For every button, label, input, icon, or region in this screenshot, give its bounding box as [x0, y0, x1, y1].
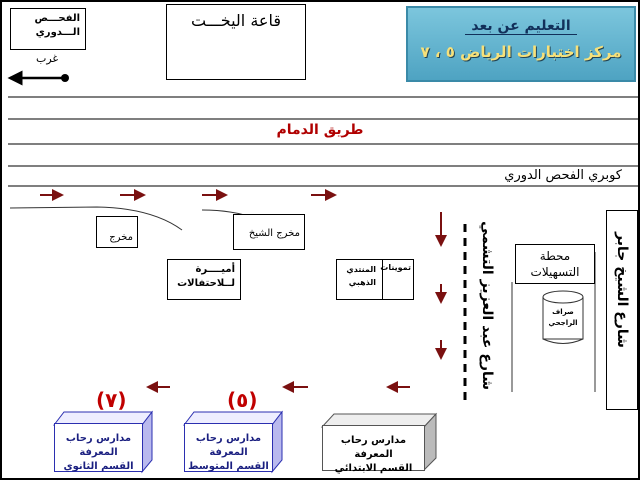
- station-line2: التسهيلات: [530, 265, 580, 279]
- sheikh-exit-label: مخرج الشيخ: [248, 228, 300, 239]
- golden-club-box: تموينات المنتدي الذهبي: [336, 259, 414, 300]
- title-banner: التعليم عن بعد مركز اختبارات الرياض ٥ ، …: [406, 6, 636, 82]
- amira-box: أميــــرة لــلاحتفالات: [167, 259, 241, 300]
- bank-cylinder: [542, 290, 584, 344]
- amira-line2: لــلاحتفالات: [177, 278, 235, 289]
- banner-subtitle: مركز اختبارات الرياض ٥ ، ٧: [420, 43, 622, 61]
- jaber-street-box: [606, 210, 638, 410]
- bank-line2: الراجحي: [548, 319, 578, 327]
- school-line2: القسم الثانوي: [63, 461, 134, 472]
- supplies-label: تموينات: [380, 260, 413, 299]
- dammam-road-label: طريق الدمام: [276, 122, 364, 138]
- school-line1: مدارس رحاب المعرفة: [340, 435, 407, 460]
- school-boxes-3d: [52, 410, 438, 474]
- exit-label: مخرج: [109, 232, 133, 243]
- station-line1: محطة: [539, 249, 571, 263]
- school-line2: القسم الابتدائي: [334, 463, 413, 474]
- yacht-hall: قاعة اليخـــت: [166, 4, 306, 80]
- primary-school-box: مدارس رحاب المعرفة القسم الابتدائي: [322, 425, 425, 474]
- school-line1: مدارس رحاب المعرفة: [65, 433, 132, 458]
- station-box: محطة التسهيلات: [515, 244, 595, 284]
- exit-curve: [9, 206, 183, 231]
- exit-box: مخرج: [96, 216, 138, 248]
- golden-club-line2: الذهبي: [348, 278, 376, 287]
- bank-label: صراف الراجحي: [543, 307, 583, 329]
- west-arrow-dot: [61, 74, 69, 82]
- bridge-label: كوبري الفحص الدوري: [504, 168, 622, 183]
- school-line2: القسم المتوسط: [188, 461, 269, 472]
- fahs-line2: الـــدوري: [35, 27, 80, 38]
- secondary-school-box: مدارس رحاب المعرفة القسم الثانوي: [54, 423, 143, 472]
- school-number-5: (٥): [227, 388, 258, 412]
- fahs-box: الفحـــص الـــدوري: [10, 8, 86, 50]
- banner-title: التعليم عن بعد: [465, 18, 577, 35]
- jaber-street-label: شارع الشيخ جابر: [614, 232, 630, 348]
- fahs-line1: الفحـــص: [34, 13, 80, 24]
- golden-club-label: المنتدي الذهبي: [337, 260, 382, 299]
- amira-line1: أميــــرة: [195, 264, 236, 275]
- school-line1: مدارس رحاب المعرفة: [195, 433, 262, 458]
- west-label: غرب: [36, 52, 59, 65]
- sheikh-exit-box: مخرج الشيخ: [233, 214, 305, 250]
- school-number-7: (٧): [96, 388, 127, 412]
- bank-line1: صراف: [552, 308, 574, 316]
- intermediate-school-box: مدارس رحاب المعرفة القسم المتوسط: [184, 423, 273, 472]
- abdulaziz-street-label: شارع عبد العزيز التشمي: [479, 221, 495, 390]
- golden-club-line1: المنتدي: [346, 265, 376, 274]
